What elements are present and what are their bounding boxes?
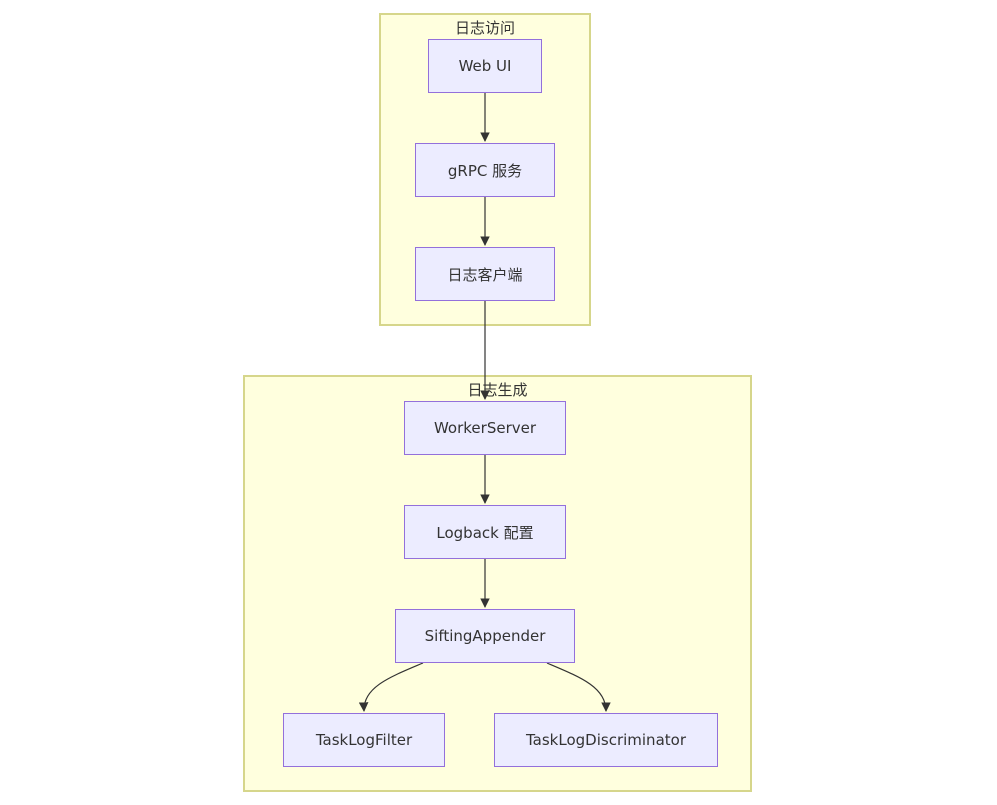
sifting-appender-node: SiftingAppender <box>395 609 575 663</box>
worker-server-label: WorkerServer <box>433 419 537 437</box>
task-log-discriminator-label: TaskLogDiscriminator <box>526 731 686 749</box>
sifting-appender-label: SiftingAppender <box>424 627 546 645</box>
task-log-filter-node: TaskLogFilter <box>283 713 445 767</box>
worker-server-node: WorkerServer <box>404 401 566 455</box>
edge-sifting-to-filter <box>358 662 424 712</box>
web-ui-label: Web UI <box>458 57 512 75</box>
task-log-filter-label: TaskLogFilter <box>315 731 413 749</box>
edge-sifting-to-discriminator <box>546 662 611 712</box>
task-log-discriminator-node: TaskLogDiscriminator <box>494 713 718 767</box>
grpc-service-label: gRPC 服务 <box>447 161 523 180</box>
web-ui-node: Web UI <box>428 39 542 93</box>
log-client-label: 日志客户端 <box>447 265 523 284</box>
grpc-service-node: gRPC 服务 <box>415 143 555 197</box>
log-access-cluster-title: 日志访问 <box>454 19 515 37</box>
log-client-node: 日志客户端 <box>415 247 555 301</box>
logback-config-node: Logback 配置 <box>404 505 566 559</box>
logback-config-label: Logback 配置 <box>436 523 534 542</box>
